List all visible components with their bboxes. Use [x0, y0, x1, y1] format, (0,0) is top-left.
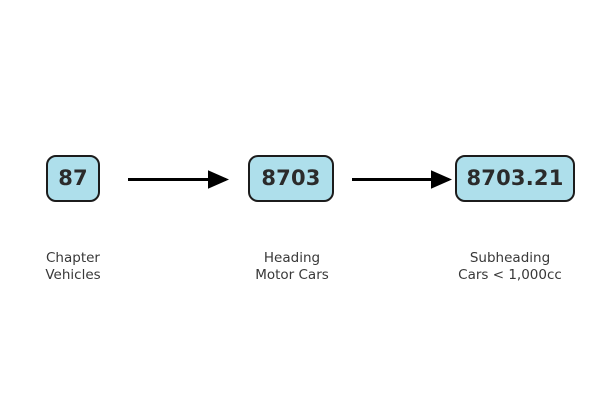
- caption-subheading-title: Subheading: [469, 250, 551, 266]
- node-subheading-code: 8703.21: [466, 166, 564, 190]
- node-chapter-code: 87: [58, 166, 88, 190]
- caption-heading-title: Heading: [263, 250, 321, 266]
- caption-subheading: Subheading Cars < 1,000cc: [437, 250, 583, 284]
- node-heading-code: 8703: [261, 166, 321, 190]
- caption-heading: Heading Motor Cars: [219, 250, 365, 284]
- caption-chapter-title: Chapter: [46, 250, 100, 266]
- caption-heading-detail: Motor Cars: [255, 267, 329, 283]
- caption-chapter-detail: Vehicles: [45, 267, 101, 283]
- node-chapter[interactable]: 87: [46, 155, 100, 202]
- caption-chapter: Chapter Vehicles: [0, 250, 146, 284]
- node-subheading[interactable]: 8703.21: [455, 155, 575, 202]
- caption-subheading-detail: Cars < 1,000cc: [458, 267, 562, 283]
- node-heading[interactable]: 8703: [248, 155, 334, 202]
